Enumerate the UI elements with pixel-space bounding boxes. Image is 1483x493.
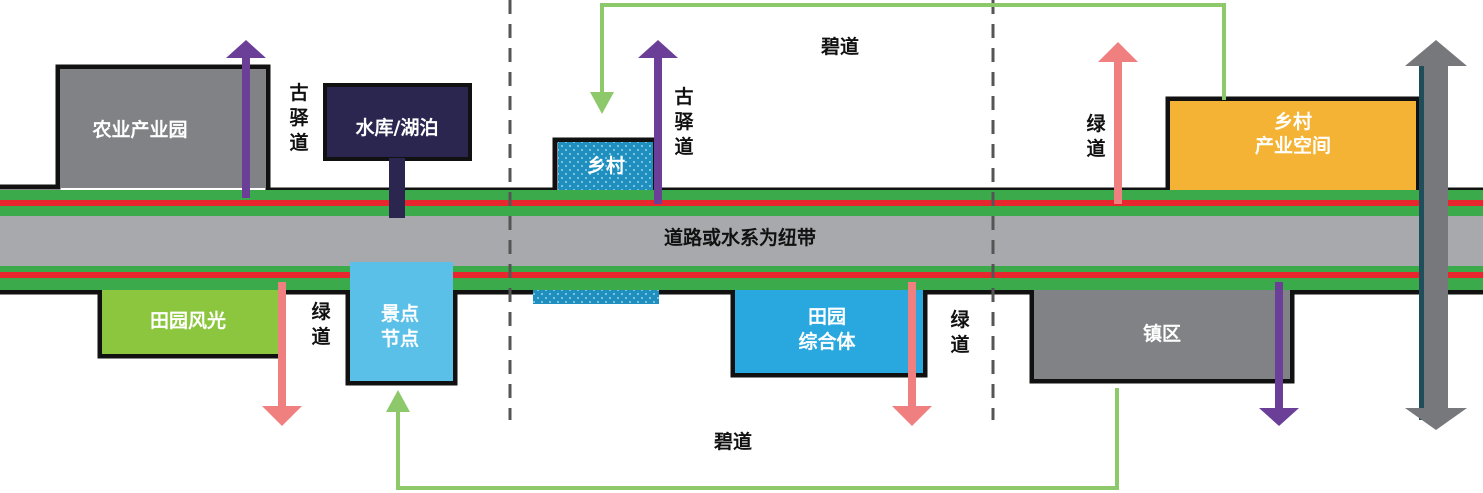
agri-park-block — [60, 69, 266, 188]
scenic-label-2: 节点 — [381, 328, 419, 350]
corridor-label: 道路或水系为纽带 — [664, 226, 816, 249]
pastoral-complex-block — [735, 290, 923, 373]
reservoir-block — [323, 83, 472, 161]
reservoir-label: 水库/湖泊 — [356, 116, 439, 139]
corridor-band — [0, 190, 1483, 290]
ancient-road-1-char-3: 道 — [289, 131, 308, 154]
band-red-bottom — [0, 272, 1483, 278]
ancient-road-2-char-2: 驿 — [674, 111, 694, 133]
pink-arrow-down-icon — [262, 282, 302, 426]
village-space-label-1: 乡村 — [1274, 110, 1312, 133]
pastoral-scenery-label: 田园风光 — [150, 309, 226, 332]
bidao-bottom-arrowhead-icon — [386, 390, 410, 412]
purple-arrow-down-icon — [1259, 282, 1299, 426]
top-outline — [0, 64, 1483, 193]
greenway-2-char-2: 道 — [950, 333, 969, 356]
greenway-2-char-1: 绿 — [950, 308, 970, 331]
ancient-road-2-char-1: 古 — [674, 85, 693, 108]
bidao-top-label: 碧道 — [820, 35, 859, 58]
village-block — [558, 142, 653, 190]
band-gray — [0, 216, 1483, 266]
double-headed-arrow-icon — [1405, 40, 1467, 430]
greenway-1-char-2: 道 — [311, 325, 330, 348]
pastoral-complex-label-2: 综合体 — [798, 330, 856, 353]
scenic-block — [350, 262, 453, 381]
ancient-road-2-char-3: 道 — [674, 135, 693, 158]
village-label: 乡村 — [587, 154, 625, 177]
greenway-1-char-1: 绿 — [311, 300, 331, 323]
bidao-bottom-line — [396, 388, 1119, 490]
purple-arrow-icon — [226, 40, 266, 198]
town-label: 镇区 — [1143, 322, 1181, 345]
band-green-bottom — [0, 278, 1483, 290]
pink-arrow-down-icon — [892, 282, 932, 426]
village-shadow-block — [533, 290, 659, 304]
greenway-top-char-1: 绿 — [1086, 112, 1106, 135]
village-space-label-2: 产业空间 — [1255, 134, 1331, 157]
scenic-label-1: 景点 — [381, 303, 419, 325]
town-block — [1034, 290, 1290, 379]
ancient-road-1-char-1: 古 — [289, 81, 308, 104]
agri-park-label: 农业产业园 — [91, 118, 187, 141]
bidao-bottom-label: 碧道 — [713, 430, 752, 453]
purple-arrow-icon — [638, 40, 678, 204]
band-green-bottom-inner — [0, 266, 1483, 272]
pink-arrow-icon — [1098, 42, 1138, 204]
band-red-top — [0, 200, 1483, 206]
reservoir-stem — [389, 158, 405, 218]
pastoral-scenery-block — [102, 290, 280, 354]
band-green-top — [0, 190, 1483, 200]
bidao-top-line — [600, 3, 1226, 100]
ancient-road-1-char-2: 驿 — [289, 107, 309, 129]
band-green-top-inner — [0, 206, 1483, 216]
greenway-top-char-2: 道 — [1086, 137, 1105, 160]
bidao-top-arrowhead-icon — [590, 92, 614, 114]
pastoral-complex-label-1: 田园 — [808, 306, 846, 328]
village-space-block — [1170, 101, 1416, 190]
